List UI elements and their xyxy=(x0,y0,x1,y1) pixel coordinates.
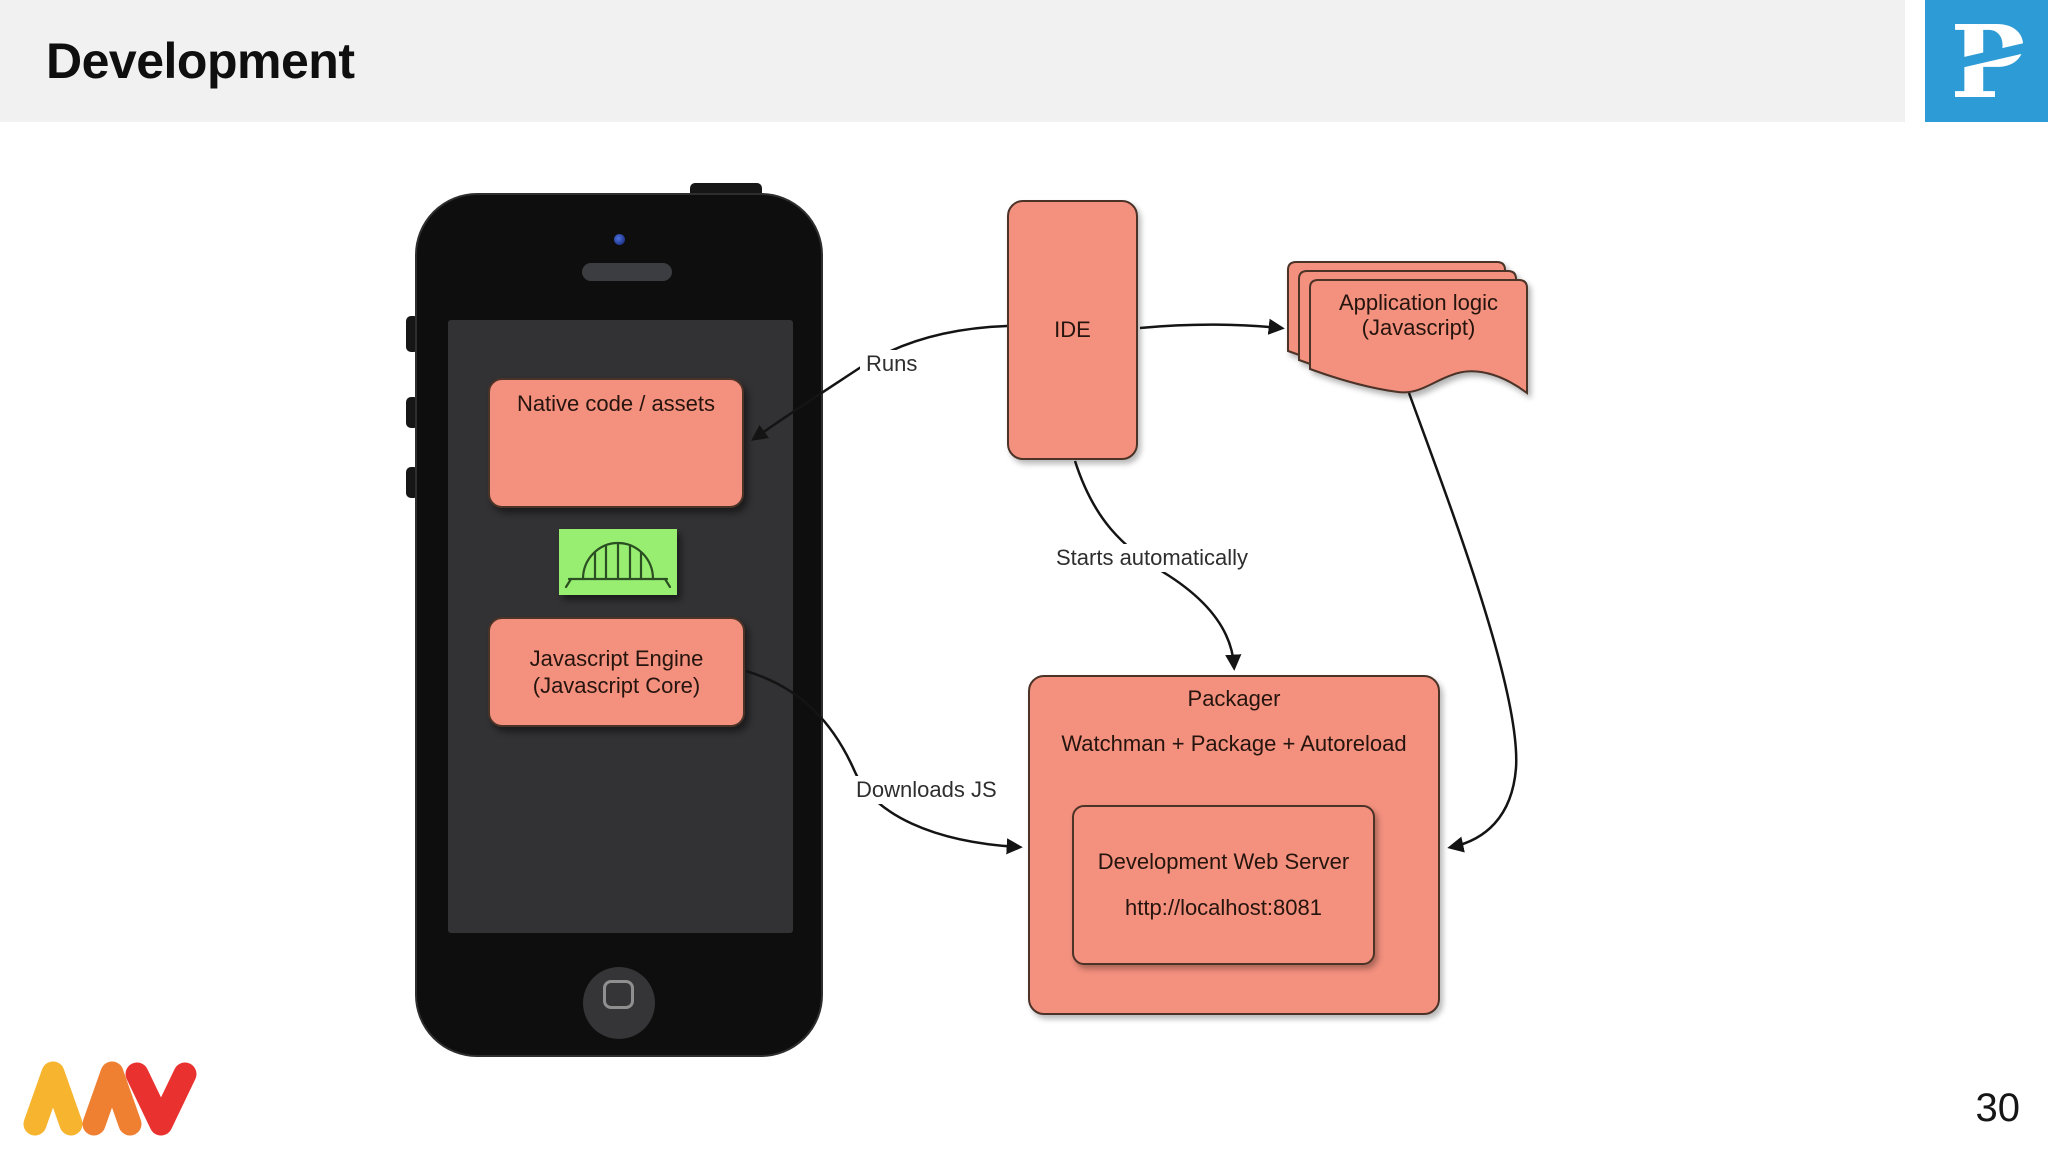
p-logo-slash xyxy=(1929,39,2041,75)
js-engine-label-line1: Javascript Engine xyxy=(529,646,704,671)
mw-chevrons-logo xyxy=(18,1058,208,1145)
app-logic-label-line2: (Javascript) xyxy=(1361,315,1476,340)
page-number: 30 xyxy=(1975,1086,2021,1130)
p-logo-icon: P xyxy=(1929,3,2041,121)
bridge-box xyxy=(559,529,677,595)
edge-ide-to-applogic xyxy=(1139,318,1285,335)
page-title: Development xyxy=(46,33,355,89)
packager-subtitle: Watchman + Package + Autoreload xyxy=(1061,731,1407,756)
slide-header: Development xyxy=(0,0,1905,122)
app-logic-labels: Application logic (Javascript) xyxy=(1310,290,1527,340)
ide-box: IDE xyxy=(1007,200,1138,460)
home-button-icon xyxy=(583,967,655,1039)
dev-web-server-url: http://localhost:8081 xyxy=(1125,895,1322,920)
ide-label: IDE xyxy=(1054,317,1091,342)
native-code-box: Native code / assets xyxy=(488,378,744,508)
js-engine-box: Javascript Engine (Javascript Core) xyxy=(488,617,745,727)
chevron-yellow xyxy=(23,1061,83,1136)
edge-label-runs: Runs xyxy=(860,350,924,378)
home-button-square-icon xyxy=(603,980,634,1009)
dev-web-server-label: Development Web Server xyxy=(1097,849,1350,874)
chevron-orange xyxy=(82,1061,142,1136)
chevron-red xyxy=(125,1062,197,1136)
app-logic-label-line1: Application logic xyxy=(1339,290,1498,315)
bridge-icon xyxy=(564,541,672,589)
native-code-label: Native code / assets xyxy=(516,391,716,416)
p-slash-logo: P xyxy=(1925,0,2048,122)
dev-web-server-box: Development Web Server http://localhost:… xyxy=(1072,805,1375,965)
front-camera-icon xyxy=(614,234,625,245)
packager-title: Packager xyxy=(1187,686,1281,711)
mw-chevrons-icon xyxy=(23,1061,197,1136)
edge-label-starts-automatically: Starts automatically xyxy=(1050,544,1254,572)
edge-label-downloads-js: Downloads JS xyxy=(850,776,1003,804)
js-engine-label-line2: (Javascript Core) xyxy=(532,673,701,698)
earpiece-speaker-icon xyxy=(582,263,672,281)
